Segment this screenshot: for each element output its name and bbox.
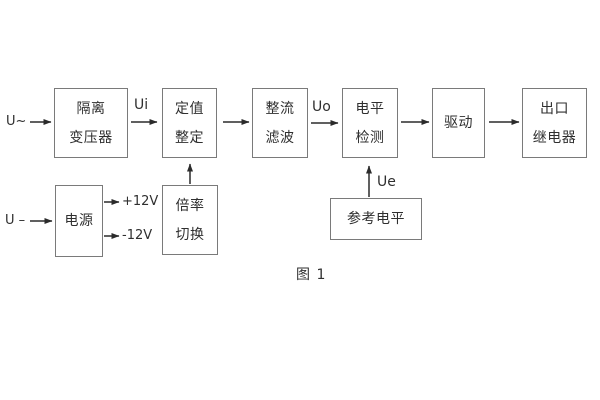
block-label-line: 检测 bbox=[355, 130, 385, 146]
signal-uo-label: Uo bbox=[312, 99, 331, 115]
ac-input-label: U~ bbox=[6, 114, 27, 129]
block-rectifier-filter: 整流 滤波 bbox=[252, 88, 308, 158]
block-drive: 驱动 bbox=[432, 88, 485, 158]
block-label-line: 电源 bbox=[64, 213, 94, 229]
signal-ui-label: Ui bbox=[134, 97, 149, 113]
block-power-supply: 电源 bbox=[55, 185, 103, 257]
block-label-line: 定值 bbox=[175, 101, 204, 117]
block-label-line: 出口 bbox=[540, 101, 569, 117]
signal-ue-label: Ue bbox=[377, 174, 396, 190]
block-label-line: 整定 bbox=[175, 130, 204, 146]
block-isolation-transformer: 隔离 变压器 bbox=[54, 88, 128, 158]
block-label-line: 继电器 bbox=[532, 130, 577, 146]
block-label-line: 驱动 bbox=[444, 115, 473, 131]
block-label-line: 隔离 bbox=[76, 101, 106, 117]
block-label-line: 变压器 bbox=[69, 130, 113, 146]
block-label-line: 滤波 bbox=[265, 130, 295, 146]
block-reference-level: 参考电平 bbox=[330, 198, 422, 240]
block-output-relay: 出口 继电器 bbox=[522, 88, 587, 158]
block-label-line: 倍率 bbox=[175, 198, 205, 214]
block-level-detection: 电平 检测 bbox=[342, 88, 398, 158]
dc-input-label: U – bbox=[5, 213, 26, 228]
plus-12v-label: +12V bbox=[122, 194, 159, 209]
figure-caption: 图 1 bbox=[296, 267, 327, 283]
minus-12v-label: -12V bbox=[122, 228, 153, 243]
block-label-line: 整流 bbox=[265, 101, 295, 117]
block-label-line: 电平 bbox=[355, 101, 385, 117]
block-label-line: 切换 bbox=[175, 227, 205, 243]
block-setting-adjustment: 定值 整定 bbox=[162, 88, 217, 158]
block-label-line: 参考电平 bbox=[347, 211, 405, 227]
block-ratio-switch: 倍率 切换 bbox=[162, 185, 218, 255]
